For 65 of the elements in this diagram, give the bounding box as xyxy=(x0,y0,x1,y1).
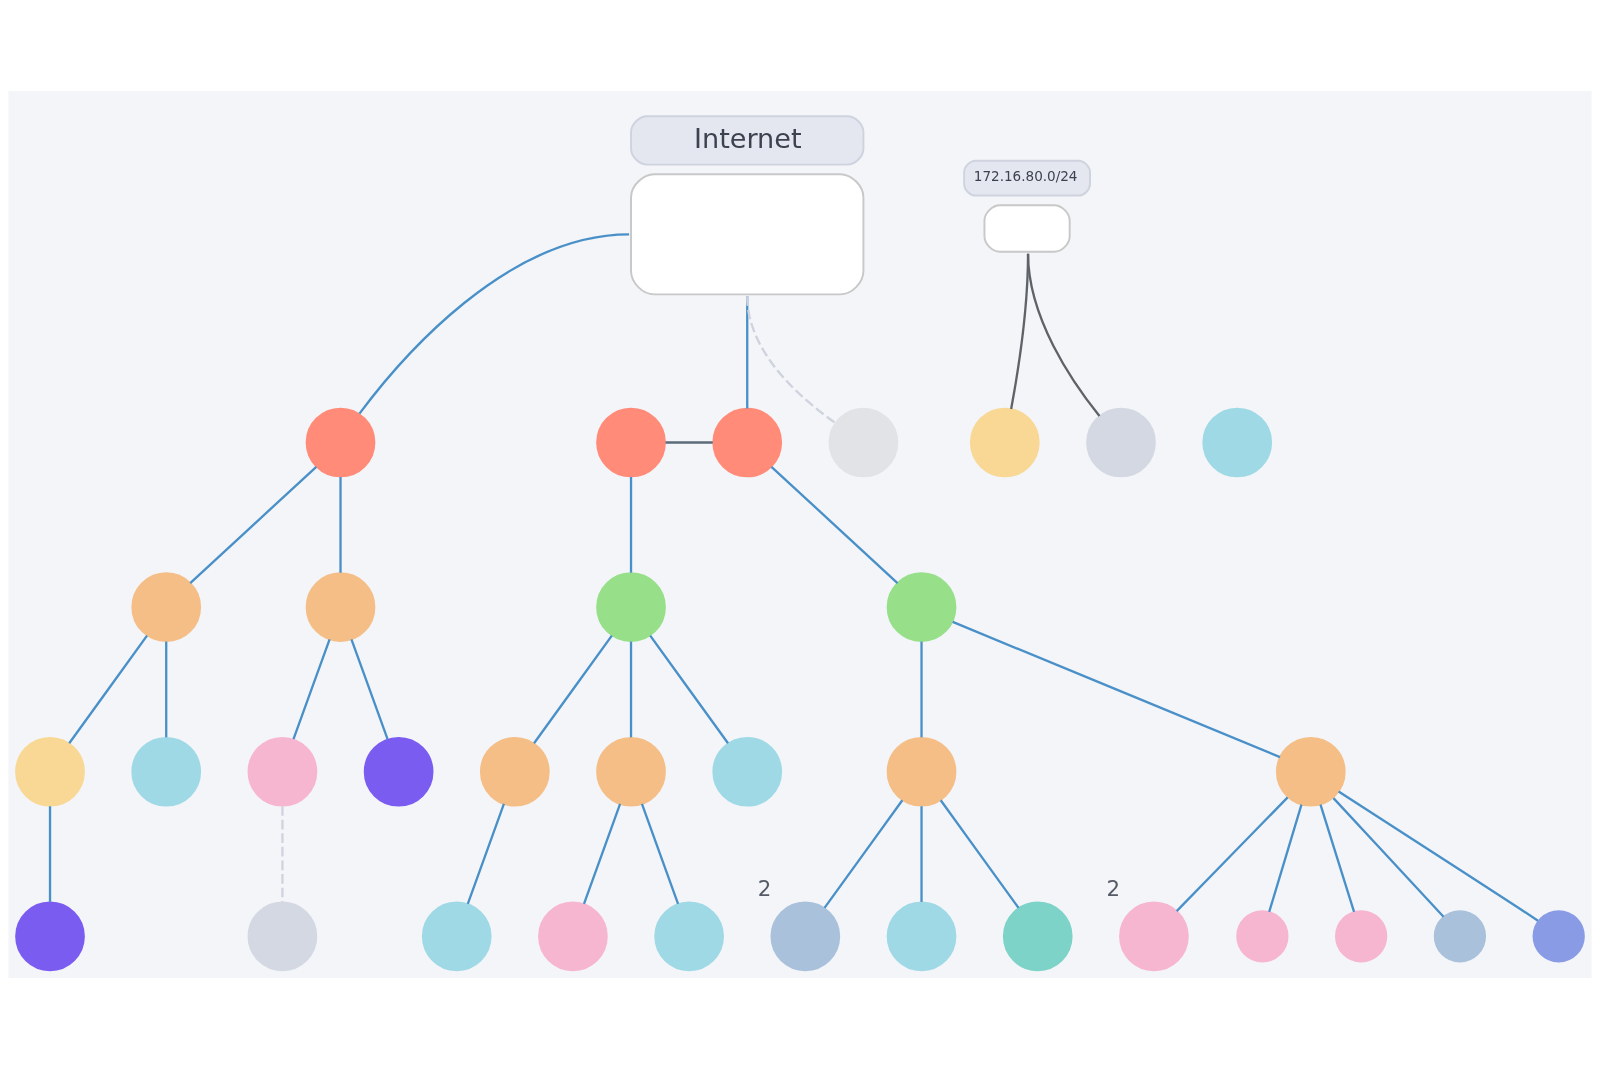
node-circle xyxy=(886,736,957,807)
connector xyxy=(582,803,622,904)
node-circle xyxy=(15,736,85,807)
connector xyxy=(629,641,633,737)
connector xyxy=(1332,796,1445,918)
node-circle xyxy=(770,901,841,971)
node-circle xyxy=(596,407,666,477)
connector xyxy=(189,465,318,584)
connector xyxy=(823,799,904,908)
connector xyxy=(640,803,680,904)
node-circle xyxy=(479,736,550,807)
node-circle xyxy=(15,901,85,971)
node-circle xyxy=(305,407,376,477)
connector xyxy=(746,295,836,424)
node-circle xyxy=(305,571,376,642)
node-circle xyxy=(1532,909,1585,962)
node-circle xyxy=(969,407,1040,477)
connector xyxy=(952,620,1281,758)
node-circle xyxy=(596,736,666,807)
node-circle xyxy=(654,901,724,971)
connector xyxy=(466,803,505,904)
connector xyxy=(281,805,284,902)
connector xyxy=(165,641,168,737)
node-circle xyxy=(712,736,783,807)
node-circle xyxy=(1335,909,1388,962)
connector xyxy=(48,805,52,902)
node-circle xyxy=(247,736,318,807)
connector xyxy=(292,638,331,740)
node-circle xyxy=(1275,736,1346,807)
node-label: 2 xyxy=(757,875,772,901)
connector xyxy=(1338,790,1539,922)
node-circle xyxy=(596,571,666,642)
connector xyxy=(920,805,923,902)
connector xyxy=(1026,253,1101,417)
node-circle xyxy=(131,736,202,807)
connector xyxy=(665,440,713,444)
connector xyxy=(770,465,899,584)
node-circle xyxy=(712,407,783,477)
node-circle xyxy=(363,736,434,807)
connector xyxy=(939,799,1020,908)
connector xyxy=(1175,796,1289,912)
connector xyxy=(1319,803,1356,912)
connector xyxy=(350,638,389,740)
node-circle xyxy=(421,901,492,971)
node-circle xyxy=(538,901,608,971)
node-label: 2 xyxy=(1106,875,1121,901)
node-circle xyxy=(886,571,957,642)
node-circle xyxy=(886,901,957,971)
node-circle xyxy=(1236,909,1289,962)
node-circle xyxy=(1119,901,1189,971)
connector xyxy=(920,641,923,737)
connector xyxy=(629,476,633,573)
node-circle xyxy=(247,901,318,971)
node-circle xyxy=(1433,909,1487,962)
node-circle xyxy=(828,407,899,477)
node-circle xyxy=(1086,407,1156,477)
node-circle xyxy=(1202,407,1273,477)
node-circle xyxy=(1002,901,1073,971)
connector xyxy=(358,232,630,414)
connector xyxy=(533,634,613,744)
connector xyxy=(649,634,729,744)
node-circle xyxy=(131,571,202,642)
connector xyxy=(339,476,342,573)
connector xyxy=(68,634,148,744)
connector xyxy=(1268,803,1303,912)
